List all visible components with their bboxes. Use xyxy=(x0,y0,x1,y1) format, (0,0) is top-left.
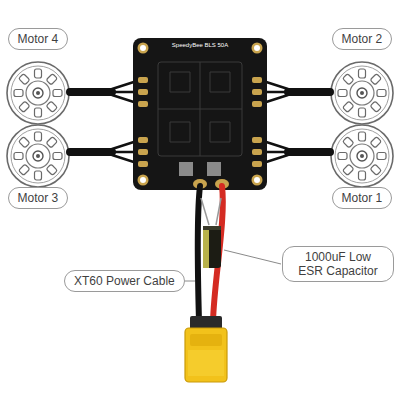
label-pill: Motor 3 xyxy=(8,187,69,209)
motor-icon xyxy=(331,125,393,187)
label-text: Motor 2 xyxy=(342,32,383,46)
label-text: Motor 1 xyxy=(342,191,383,205)
label-pill: Motor 1 xyxy=(332,187,393,209)
motor-icon xyxy=(7,125,69,187)
board-print: SpeedyBee BLS 50A xyxy=(172,42,228,48)
label-text: Motor 3 xyxy=(18,191,59,205)
label-text: Motor 4 xyxy=(18,32,59,46)
leader-line xyxy=(185,250,281,281)
capacitor xyxy=(201,198,221,268)
label-pill: 1000uF Low ESR Capacitor xyxy=(282,246,394,283)
label-pill: Motor 2 xyxy=(332,28,393,50)
xt60-connector xyxy=(185,316,227,382)
motor-icon xyxy=(331,62,393,124)
label-text: 1000uF Low ESR Capacitor xyxy=(292,250,384,279)
power-cable xyxy=(198,186,223,322)
label-pill: Motor 4 xyxy=(8,28,69,50)
motor-icon xyxy=(7,62,69,124)
esc-board xyxy=(133,38,267,190)
label-pill: XT60 Power Cable xyxy=(64,270,185,292)
label-text: XT60 Power Cable xyxy=(74,274,175,288)
